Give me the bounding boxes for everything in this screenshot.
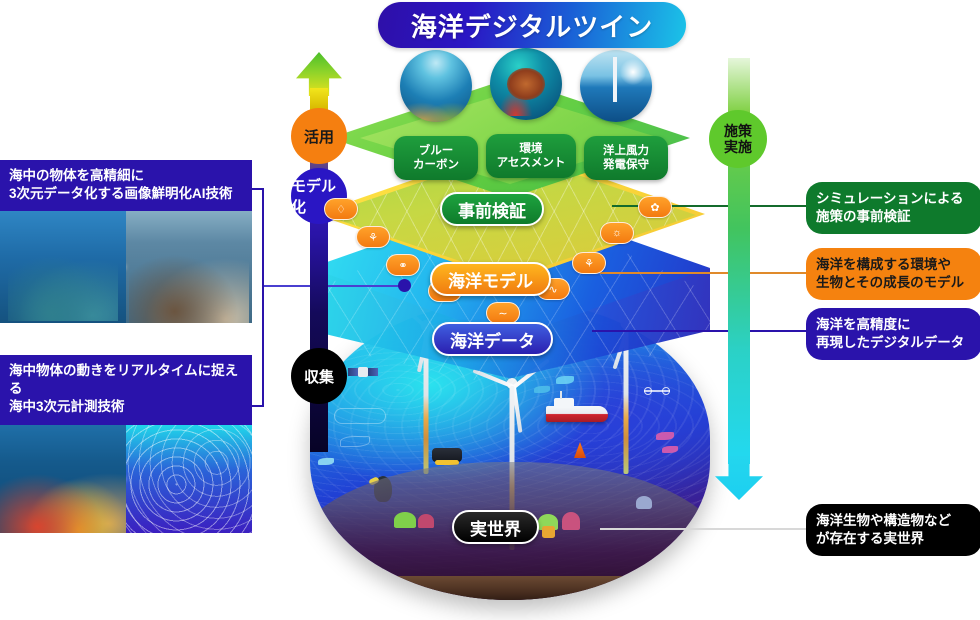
layer-label-verification-text: 事前検証 [458, 201, 526, 221]
callout-blue-line1: 海洋を高精度に [816, 317, 911, 332]
connector-left-horizontal [262, 285, 407, 287]
connector-right-green [612, 205, 812, 207]
starfish-icon [542, 526, 555, 538]
underwater-drone-icon [644, 386, 670, 396]
callout-black-line2: が存在する実世界 [816, 531, 924, 547]
coral-icon [562, 512, 580, 530]
connector-right-navy [592, 330, 812, 332]
category-pill-env-line1: 環境 [519, 142, 543, 155]
blue-carbon-photo [400, 50, 472, 122]
callout-black-line1: 海洋生物や構造物など [816, 513, 951, 528]
card2-after-image [126, 424, 252, 533]
category-pill-wind-line1: 洋上風力 [603, 144, 649, 157]
category-pill-environmental-assessment[interactable]: 環境 アセスメント [486, 134, 576, 178]
connector-right-white [600, 528, 812, 530]
fish-icon [556, 376, 574, 384]
layer-label-real-world-text: 実世界 [470, 519, 521, 539]
rov-icon [432, 448, 462, 465]
submarine-wireframe-icon [334, 408, 386, 424]
policy-implementation-badge[interactable]: 施策 実施 [709, 110, 767, 168]
card-3d-measurement-heading: 海中物体の動きをリアルタイムに捉える 海中3次元計測技術 [0, 355, 252, 425]
callout-orange-line1: 海洋を構成する環境や [816, 257, 951, 272]
card1-before-image [0, 211, 126, 324]
turbine-mast [623, 326, 629, 474]
fish-icon [656, 432, 674, 440]
fish-icon [534, 386, 550, 393]
category-pill-blue-carbon-line1: ブルー [418, 144, 454, 157]
fish-icon [318, 458, 334, 465]
layer-label-ocean-data-text: 海洋データ [450, 331, 535, 351]
connector-right-orange [600, 272, 812, 274]
category-pill-blue-carbon[interactable]: ブルー カーボン [394, 136, 478, 180]
model-entity-chip-sun: ☼ [600, 222, 634, 244]
callout-real-world[interactable]: 海洋生物や構造物など が存在する実世界 [806, 504, 980, 557]
process-step-collect[interactable]: 収集 [291, 348, 347, 404]
layer-label-ocean-data[interactable]: 海洋データ [432, 322, 553, 356]
connector-left-endpoint-dot [398, 279, 411, 292]
card-image-enhancement-heading: 海中の物体を高精細に 3次元データ化する画像鮮明化AI技術 [0, 160, 252, 212]
layer-label-real-world[interactable]: 実世界 [452, 510, 539, 544]
page-title: 海洋デジタルツイン [378, 2, 686, 48]
model-entity-chip-leaf: ✿ [638, 196, 672, 218]
policy-implementation-line1: 施策 [724, 122, 752, 139]
satellite-icon [348, 366, 378, 378]
page-title-text: 海洋デジタルツイン [410, 11, 654, 42]
callout-environment-model[interactable]: 海洋を構成する環境や 生物とその成長のモデル [806, 248, 980, 301]
coral-icon [394, 512, 416, 528]
callout-green-line1: シミュレーションによる [816, 191, 964, 206]
right-implementation-arrow: 施策 実施 [709, 58, 767, 508]
model-entity-chip-turtle: ⚭ [386, 254, 420, 276]
connector-left-bracket [262, 188, 264, 406]
fish-icon [662, 446, 678, 453]
card1-image-pair [0, 211, 252, 324]
coral-icon [418, 514, 434, 528]
arrow-down-head-icon [715, 456, 763, 500]
callout-simulation-verification[interactable]: シミュレーションによる 施策の事前検証 [806, 182, 980, 235]
category-pill-env-line2: アセスメント [496, 157, 566, 169]
category-pill-wind-line2: 発電保守 [603, 159, 649, 171]
turbine-mast [423, 328, 429, 474]
callout-digital-data[interactable]: 海洋を高精度に 再現したデジタルデータ [806, 308, 980, 361]
policy-implementation-line2: 実施 [724, 139, 752, 155]
process-step-utilize[interactable]: 活用 [291, 108, 347, 164]
card2-heading-line2: 海中3次元計測技術 [9, 399, 125, 415]
callout-orange-line2: 生物とその成長のモデル [816, 275, 965, 291]
card2-before-image [0, 424, 126, 533]
card-3d-measurement[interactable]: 海中物体の動きをリアルタイムに捉える 海中3次元計測技術 [0, 355, 252, 533]
layer-label-ocean-model[interactable]: 海洋モデル [430, 262, 551, 296]
survey-ship-icon [546, 391, 608, 422]
environmental-assessment-photo [490, 48, 562, 120]
category-pill-blue-carbon-line2: カーボン [413, 159, 459, 171]
offshore-wind-photo [580, 50, 652, 122]
card1-after-image [126, 211, 252, 324]
card1-heading-line1: 海中の物体を高精細に [9, 168, 144, 183]
model-entity-chip-plant: ⚘ [572, 252, 606, 274]
category-pill-offshore-wind[interactable]: 洋上風力 発電保守 [584, 136, 668, 180]
layered-digital-twin-diagram: ♢ ⚘ ⚭ ❊ ∼ ∿ ⚘ ☼ ✿ ブルー カーボン 環境 アセスメント [300, 40, 720, 600]
card1-heading-line2: 3次元データ化する画像鮮明化AI技術 [9, 186, 233, 202]
callout-blue-line2: 再現したデジタルデータ [816, 335, 965, 351]
card2-image-pair [0, 424, 252, 533]
card-image-enhancement-ai[interactable]: 海中の物体を高精細に 3次元データ化する画像鮮明化AI技術 [0, 160, 252, 324]
card2-heading-line1: 海中物体の動きをリアルタイムに捉える [9, 363, 239, 397]
fish-wireframe-icon [340, 436, 370, 447]
shell-icon [636, 496, 652, 509]
process-step-collect-label: 収集 [303, 368, 334, 386]
model-entity-chip-jelly: ⚘ [356, 226, 390, 248]
callout-green-line2: 施策の事前検証 [816, 209, 911, 225]
left-process-arrow: 活用 モデル化 収集 [291, 52, 347, 452]
model-entity-chip-fish: ∼ [486, 302, 520, 324]
process-step-modeling-label: モデル化 [291, 178, 337, 216]
layer-label-ocean-model-text: 海洋モデル [448, 271, 533, 291]
model-entity-chip-crown: ♢ [324, 198, 358, 220]
layer-label-verification[interactable]: 事前検証 [440, 192, 544, 226]
process-step-utilize-label: 活用 [303, 128, 334, 146]
